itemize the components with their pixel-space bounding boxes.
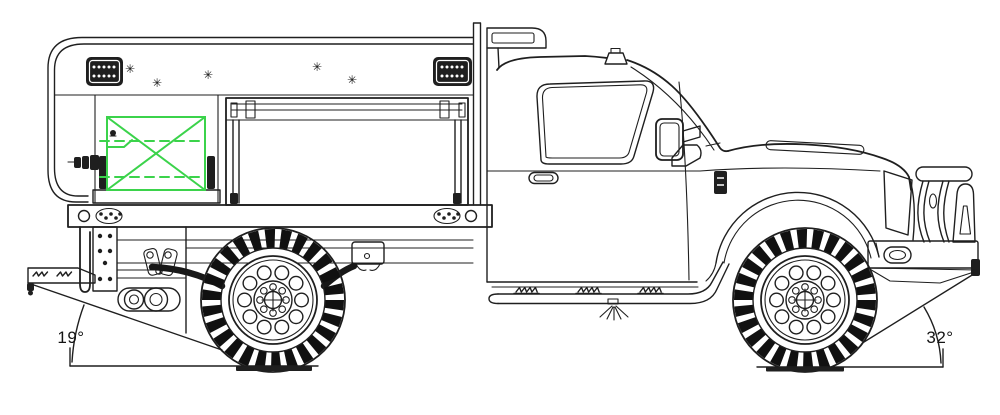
grip-pad	[513, 286, 540, 295]
front-wheel	[733, 228, 877, 372]
front-fender-flare	[705, 191, 880, 282]
oval-marker-light-right	[433, 207, 461, 225]
utility-bed-body: ✳ ✳ ✳ ✳ ✳	[47, 22, 493, 228]
fender-vent	[714, 171, 727, 194]
door-handle	[528, 171, 559, 185]
front-end	[699, 140, 980, 284]
rear-wheel	[201, 228, 345, 372]
cab	[486, 27, 730, 321]
hood-scoop	[765, 140, 865, 155]
approach-angle-label: 32°	[926, 328, 953, 347]
bed-scene-light-right	[433, 57, 472, 86]
bed-lower-rail	[67, 204, 493, 228]
bed-scene-light-left	[86, 57, 123, 86]
a-pillar-windshield	[626, 59, 729, 153]
tow-loop	[79, 226, 91, 293]
round-marker-light	[77, 209, 91, 223]
water-tank-hidden-lines	[99, 116, 206, 191]
wheels	[201, 228, 877, 372]
rear-frame-upright	[92, 226, 118, 292]
oval-marker-light-left	[95, 207, 123, 225]
fastener-mark-icon: ✳	[152, 76, 162, 90]
rear-step	[27, 267, 96, 296]
departure-angle-annotation: 19°	[27, 282, 319, 367]
side-mirror	[655, 118, 702, 167]
bed-rail-frame	[47, 36, 474, 203]
departure-angle-arc	[71, 304, 85, 363]
underbody-light	[599, 298, 629, 321]
running-board	[488, 261, 730, 305]
hood-line	[727, 143, 912, 191]
bumper-valance	[867, 267, 978, 284]
brush-guard-upright	[952, 183, 976, 243]
tank-vent-knob	[110, 130, 116, 136]
beacon-light	[604, 47, 628, 65]
wiper	[705, 142, 721, 147]
approach-angle-annotation: 32°	[756, 271, 978, 368]
grip-pad	[637, 286, 664, 295]
tank-hose-fitting	[67, 155, 99, 170]
grille-front-edge	[908, 176, 916, 241]
fastener-marks: ✳ ✳ ✳ ✳ ✳	[125, 60, 357, 90]
tank-bay	[67, 94, 221, 204]
fastener-mark-icon: ✳	[312, 60, 322, 74]
tire-contact-patch-front	[766, 366, 844, 372]
door-track-rails	[232, 119, 462, 204]
fog-light	[883, 246, 912, 264]
fastener-mark-icon: ✳	[125, 62, 135, 76]
grip-pad	[575, 286, 602, 295]
cab-roof-rear-block	[486, 27, 547, 49]
door-window	[536, 80, 655, 165]
tank-x-brace	[106, 116, 206, 191]
roll-up-door-compartment	[225, 97, 469, 206]
rear-spring-shackle	[143, 247, 178, 277]
tire-contact-patch-rear	[236, 366, 312, 371]
brush-guard	[915, 166, 976, 243]
headlight	[883, 170, 913, 236]
bed-headboard	[472, 22, 482, 206]
front-bumper	[867, 240, 980, 284]
departure-angle-line	[27, 282, 223, 351]
departure-angle-label: 19°	[57, 328, 84, 347]
front-spring-hanger	[351, 241, 385, 271]
approach-angle-line	[863, 271, 978, 343]
fastener-mark-icon: ✳	[203, 68, 213, 82]
approach-angle-arc	[923, 306, 942, 364]
hitch-cylinder	[117, 287, 181, 312]
fastener-mark-icon: ✳	[347, 73, 357, 87]
round-marker-light	[464, 209, 478, 223]
